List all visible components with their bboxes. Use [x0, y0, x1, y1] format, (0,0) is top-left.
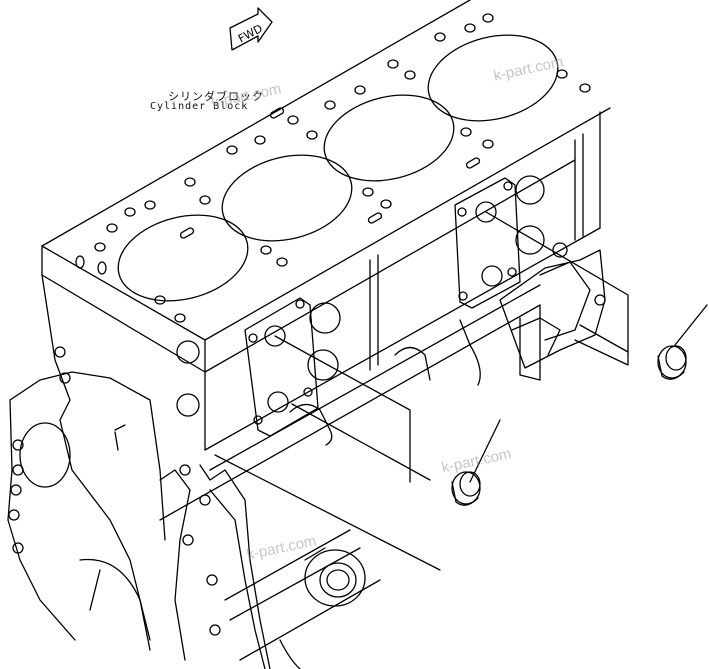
- main-rail: [159, 304, 541, 669]
- cover-plate-left: [176, 297, 341, 437]
- fwd-arrow-icon: FWD: [229, 7, 273, 51]
- deck-holes: [75, 13, 591, 323]
- leader-lines: [214, 211, 708, 571]
- bore-4: [427, 34, 559, 122]
- fwd-label: FWD: [236, 22, 265, 46]
- plug-part-right: [657, 345, 687, 380]
- crankcase-detail: [289, 242, 606, 446]
- plug-part-bottom: [451, 471, 481, 506]
- cover-plate-right: [454, 175, 545, 309]
- bore-3: [323, 94, 455, 182]
- bore-1: [117, 214, 249, 302]
- bore-2: [221, 154, 353, 242]
- part-name-jp: シリンダブロック: [168, 90, 264, 103]
- cylinder-bores: [117, 34, 559, 302]
- expansion-plug: [304, 547, 366, 607]
- side-face: [204, 111, 601, 471]
- front-face: [7, 274, 221, 661]
- part-name-en: Cylinder Block: [150, 101, 249, 112]
- top-deck: [41, 0, 611, 373]
